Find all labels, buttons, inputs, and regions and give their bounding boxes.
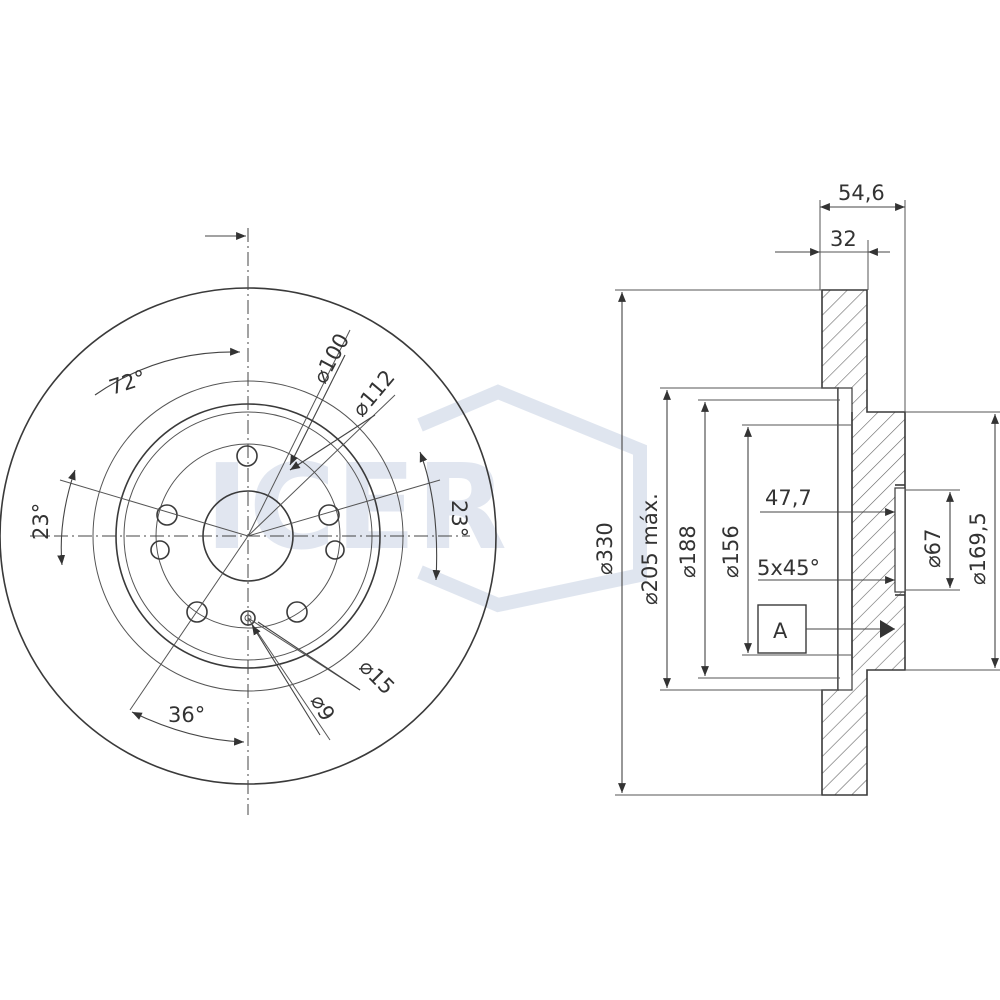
radial-line	[129, 535, 249, 711]
locating-hole	[240, 610, 256, 626]
vent-channel	[837, 387, 853, 691]
dia-15-label: ⌀15	[354, 655, 399, 700]
dia-330-label: ⌀330	[593, 522, 617, 575]
front-view: 72° 23° 23° 36° ⌀100 ⌀112 ⌀15 ⌀9	[0, 228, 497, 815]
bolt-hole	[150, 540, 170, 560]
bolt-hole	[325, 540, 345, 560]
side-view: 54,6 32 ⌀330 ⌀205 máx. ⌀188 ⌀156 ⌀67 ⌀16…	[593, 181, 1000, 796]
bolt-hole	[186, 601, 208, 623]
bolt-hole	[156, 504, 178, 526]
hub-bore	[894, 487, 906, 593]
leader-dia-100	[289, 354, 346, 466]
radial-line	[247, 329, 351, 537]
leader-dia-15	[257, 621, 361, 691]
angle-arc-23-left	[57, 469, 76, 566]
dia-67-label: ⌀67	[921, 529, 945, 568]
angle-72-label: 72°	[106, 365, 149, 399]
dia-112-label: ⌀112	[347, 365, 399, 421]
angle-arc-23-right	[419, 451, 441, 581]
width-disc-label: 32	[830, 227, 857, 251]
angle-23-left-label: 23°	[29, 503, 53, 540]
dia-169-label: ⌀169,5	[966, 512, 990, 585]
depth-label: 47,7	[765, 486, 812, 510]
leader-dia-9	[251, 624, 321, 736]
leader-dia-112	[289, 414, 376, 471]
watermark-frame	[417, 384, 647, 613]
angle-arc-72	[94, 347, 241, 396]
angle-36-label: 36°	[168, 703, 205, 727]
bolt-hole	[286, 601, 308, 623]
dia-205-label: ⌀205 máx.	[638, 493, 662, 605]
width-total-label: 54,6	[838, 181, 885, 205]
watermark: ICER	[205, 384, 647, 613]
dia-188-label: ⌀188	[676, 525, 700, 578]
chamfer-label: 5x45°	[757, 556, 820, 580]
radial-line	[59, 479, 249, 537]
dia-156-label: ⌀156	[719, 525, 743, 578]
dia-100-label: ⌀100	[308, 330, 354, 388]
disc-section	[821, 289, 906, 796]
locating-hole-inner	[244, 614, 252, 622]
radial-line	[247, 479, 441, 537]
datum-label: A	[773, 619, 788, 643]
datum-triangle	[880, 620, 895, 638]
angle-arc-36	[131, 711, 245, 746]
datum-box	[757, 604, 807, 654]
bolt-hole	[236, 445, 258, 467]
radial-line	[247, 617, 331, 741]
angle-23-right-label: 23°	[447, 500, 471, 537]
